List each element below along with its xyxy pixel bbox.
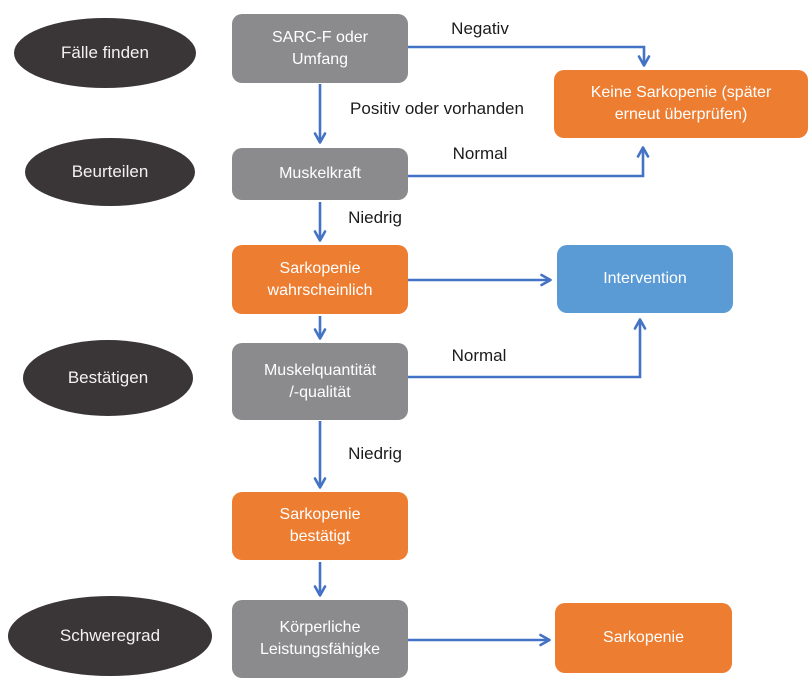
edge-label-niedrig-muskelkraft: Niedrig xyxy=(348,208,402,227)
node-koerperliche-leistungsfaehigkeit: Körperliche Leistungsfähigke xyxy=(232,600,408,678)
arrow-sarcf-negativ-to-keine-sarkopenie xyxy=(408,45,651,67)
node-sarcf-oder-umfang: SARC-F oder Umfang xyxy=(232,14,408,83)
edge-label-positiv-oder-vorhanden: Positiv oder vorhanden xyxy=(350,99,524,118)
node-keine-sarkopenie: Keine Sarkopenie (später erneut überprüf… xyxy=(554,70,808,138)
stage-label-bestaetigen: Bestätigen xyxy=(67,368,149,387)
edge-label-negativ: Negativ xyxy=(451,19,509,38)
edge-label-normal-muskelquantitaet: Normal xyxy=(451,346,507,365)
stage-label-schweregrad: Schweregrad xyxy=(59,626,161,645)
node-sarkopenie-bestaetigt: Sarkopenie bestätigt xyxy=(232,492,408,560)
node-sarkopenie-wahrscheinlich: Sarkopenie wahrscheinlich xyxy=(232,245,408,314)
node-muskelquantitaet-qualitaet: Muskelquantität /-qualität xyxy=(232,343,408,420)
stage-ellipse-bestaetigen: Bestätigen xyxy=(23,340,193,416)
stage-ellipse-beurteilen: Beurteilen xyxy=(25,138,195,206)
stage-label-beurteilen: Beurteilen xyxy=(71,162,149,181)
stage-label-faelle-finden: Fälle finden xyxy=(61,43,149,62)
node-intervention: Intervention xyxy=(557,245,733,313)
stage-ellipse-schweregrad: Schweregrad xyxy=(8,596,212,676)
stage-ellipse-faelle-finden: Fälle finden xyxy=(14,18,196,88)
edge-label-normal-muskelkraft: Normal xyxy=(452,144,508,163)
edge-label-niedrig-muskelquantitaet: Niedrig xyxy=(348,444,402,463)
node-muskelkraft: Muskelkraft xyxy=(232,148,408,200)
node-sarkopenie: Sarkopenie xyxy=(555,603,732,673)
